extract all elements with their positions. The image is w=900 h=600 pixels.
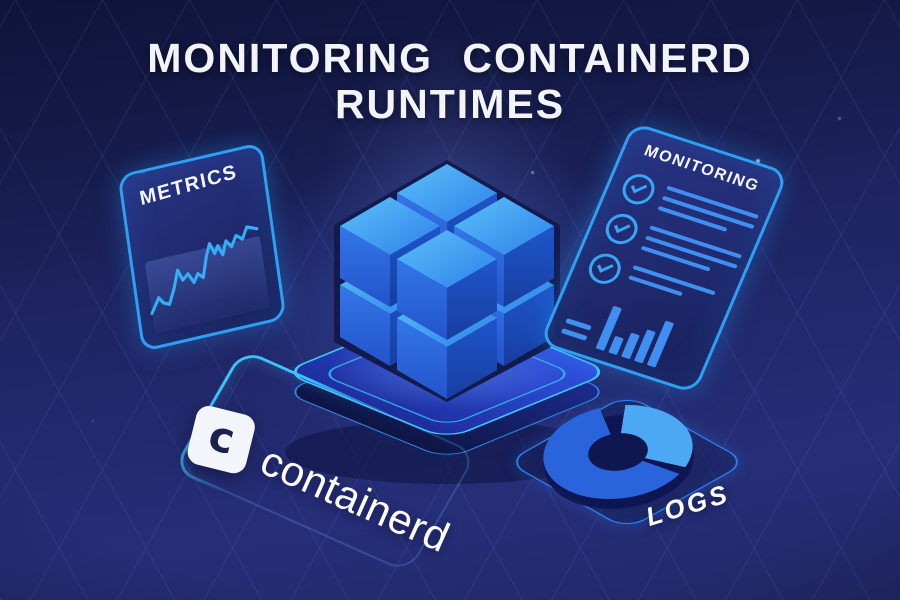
line-chart-icon bbox=[150, 225, 259, 316]
title-line-1: MONITORING CONTAINERD bbox=[147, 35, 753, 81]
metrics-label: METRICS bbox=[137, 160, 240, 211]
glow-dot bbox=[838, 117, 841, 120]
bar-chart-icon bbox=[595, 306, 674, 368]
metrics-panel: METRICS bbox=[117, 141, 287, 353]
check-circle-icon bbox=[617, 170, 660, 209]
equals-lines bbox=[559, 317, 592, 345]
monitoring-panel: MONITORING bbox=[538, 121, 790, 395]
glow-dot bbox=[92, 420, 94, 422]
glow-dot bbox=[704, 60, 706, 62]
containerd-logo-letter: c bbox=[203, 409, 240, 464]
glow-dot bbox=[531, 171, 534, 174]
cube-cluster bbox=[334, 160, 560, 402]
title-line-2: RUNTIMES bbox=[334, 81, 566, 128]
monitoring-footer bbox=[559, 288, 680, 369]
glow-dot bbox=[756, 159, 760, 163]
check-circle-icon bbox=[583, 249, 626, 288]
donut-chart-icon bbox=[537, 396, 700, 518]
check-circle-icon bbox=[600, 209, 643, 249]
page-title: MONITORING CONTAINERD RUNTIMES bbox=[0, 34, 900, 127]
